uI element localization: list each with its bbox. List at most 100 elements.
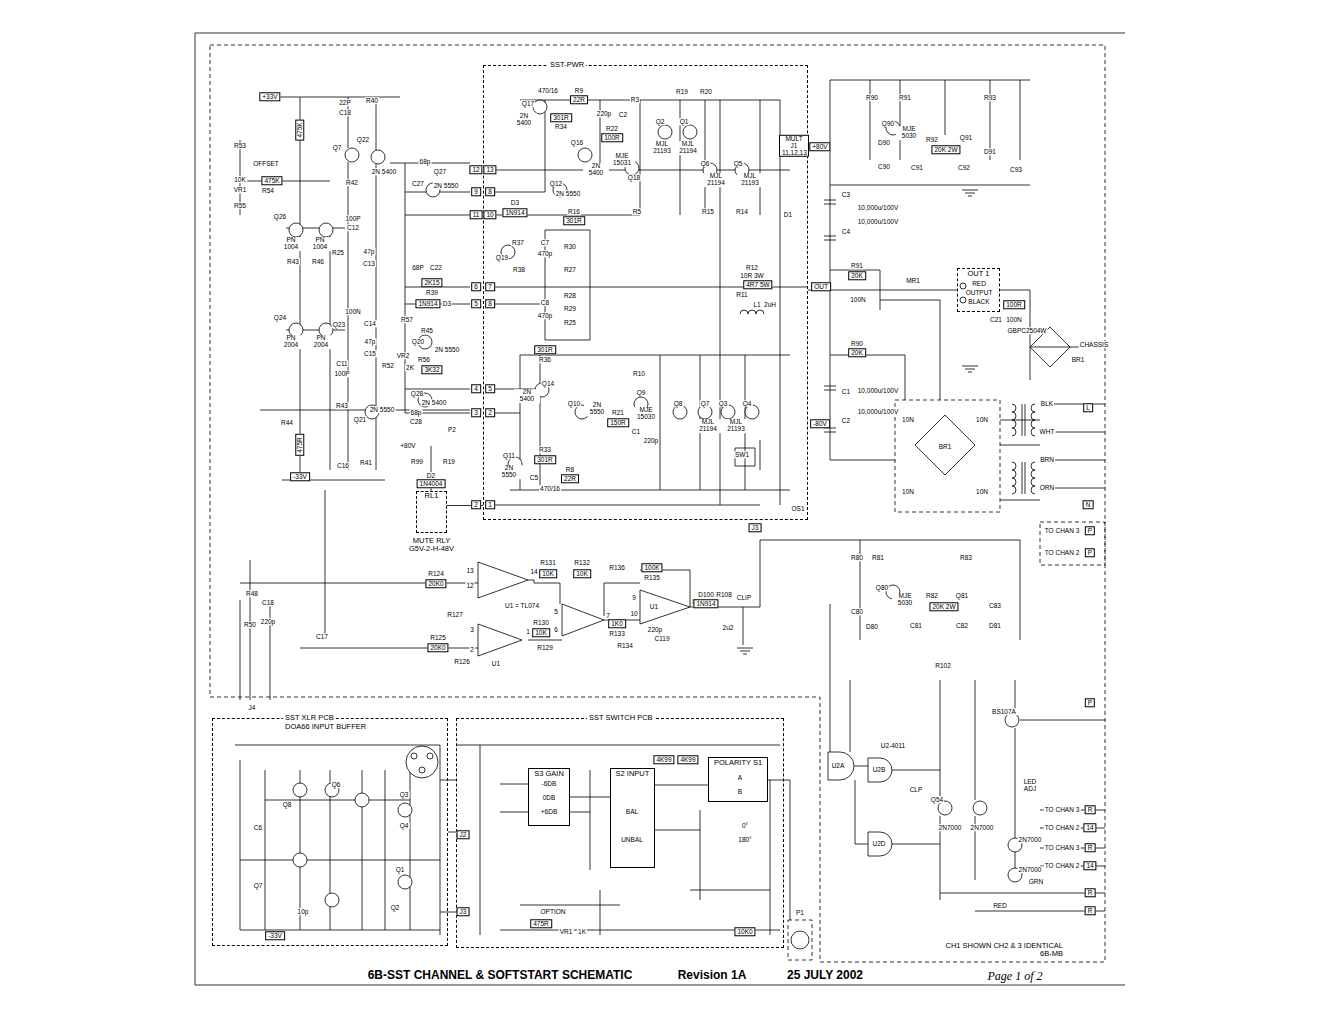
part-label: 220p	[260, 618, 276, 625]
label-anchor: R99	[410, 458, 424, 465]
label-anchor: 20K	[848, 348, 866, 357]
label-anchor: C83	[988, 602, 1002, 609]
label-anchor: Q5	[733, 160, 744, 167]
part-label: 470/16	[539, 485, 561, 492]
part-label: Q8	[282, 801, 293, 808]
pin-number: 3	[471, 408, 481, 417]
label-anchor: MJL 21194	[695, 419, 721, 433]
transformer-coil	[1012, 404, 1035, 494]
label-anchor: WHT	[1039, 428, 1056, 435]
part-label: C2	[618, 111, 628, 118]
part-label: 100P	[344, 215, 361, 222]
pin-number: L	[1083, 403, 1093, 412]
label-anchor: 220p	[260, 618, 276, 625]
part-label: R53	[233, 142, 247, 149]
label-anchor: R90	[850, 340, 864, 347]
part-label: 9	[631, 594, 637, 601]
label-anchor: 1N914	[693, 599, 718, 608]
label-anchor: R	[1085, 888, 1096, 897]
label-anchor: J3	[457, 907, 470, 916]
part-label: U1	[491, 660, 501, 667]
region-title: SST SWITCH PCB	[587, 714, 655, 723]
label-anchor: R29	[563, 305, 577, 312]
label-anchor: 1K	[577, 928, 587, 935]
label-anchor: Q90	[881, 120, 895, 127]
part-label: MJE 5030	[892, 593, 918, 607]
label-anchor: 4	[471, 384, 481, 393]
wire	[808, 80, 1105, 500]
part-label: Q10	[567, 400, 581, 407]
label-anchor: 12	[465, 582, 474, 589]
label-anchor: R93	[983, 94, 997, 101]
label-anchor: 301R	[563, 216, 585, 225]
label-anchor: 1N914	[415, 299, 440, 308]
label-anchor: 14	[529, 568, 538, 575]
label-anchor: Q2	[390, 904, 401, 911]
resistor-value: 4K99	[677, 755, 698, 764]
label-anchor: Q7	[700, 400, 711, 407]
label-anchor: 10	[483, 210, 496, 219]
part-label: Q6	[331, 781, 342, 788]
label-anchor: OFFSET	[252, 160, 280, 167]
label-anchor: R27	[563, 266, 577, 273]
label-anchor: C16	[336, 462, 350, 469]
label-anchor: R39	[425, 289, 439, 296]
part-label: 2N 5550	[433, 182, 460, 189]
region-note: MUTE RLY	[411, 537, 452, 546]
part-label: WHT	[1039, 428, 1056, 435]
label-anchor: C27	[411, 180, 425, 187]
label-anchor: R15	[701, 208, 715, 215]
part-label: C5	[529, 474, 539, 481]
label-anchor: Q6	[331, 781, 342, 788]
ground-symbol	[737, 190, 978, 654]
label-anchor: VR2	[396, 352, 411, 359]
part-label: R22	[605, 125, 619, 132]
part-label: R29	[563, 305, 577, 312]
part-label: C27	[411, 180, 425, 187]
part-label: R136	[608, 564, 626, 571]
label-anchor: 10N	[975, 416, 989, 423]
part-label: 220p	[596, 110, 612, 117]
label-anchor: C18	[338, 109, 352, 116]
label-anchor: R55	[233, 202, 247, 209]
label-anchor: C13	[362, 260, 376, 267]
part-label: R9	[574, 87, 584, 94]
part-label: R16	[567, 208, 581, 215]
label-anchor: PN 1004	[307, 237, 333, 251]
pcb-region: SST XLR PCBDOA66 INPUT BUFFER	[212, 718, 448, 946]
label-anchor: R28	[563, 292, 577, 299]
pin-number: P	[1085, 698, 1095, 707]
label-anchor: 2N7000	[1018, 866, 1043, 873]
label-anchor: 68p	[410, 409, 423, 416]
label-anchor: 22R	[570, 95, 588, 104]
label-anchor: -80V	[810, 419, 830, 428]
part-label: A	[737, 774, 743, 781]
pin-number: 2	[471, 500, 481, 509]
resistor-value: 10K	[539, 569, 557, 578]
label-anchor: MULT J1 11,12,13	[779, 135, 809, 157]
part-label: +80V	[399, 442, 416, 449]
label-anchor: R11	[735, 291, 748, 298]
part-label: C8	[540, 299, 550, 306]
label-anchor: C17	[315, 633, 329, 640]
label-anchor: Q14	[541, 380, 555, 387]
part-label: 14	[529, 568, 538, 575]
part-label: GBPC2504W	[1006, 327, 1047, 334]
label-anchor: CHASSIS	[1079, 341, 1110, 348]
part-label: D3	[442, 300, 452, 307]
part-label: B	[737, 788, 743, 795]
label-anchor: 100R	[601, 133, 623, 142]
part-label: Q14	[541, 380, 555, 387]
label-anchor: R108	[715, 591, 733, 598]
label-anchor: VR1	[233, 186, 248, 193]
pin-number: 2	[485, 408, 495, 417]
part-label: Q1	[679, 118, 690, 125]
label-anchor: C28	[409, 418, 423, 425]
part-label: MJL 21194	[675, 141, 701, 155]
inductor-symbol	[740, 310, 764, 314]
label-anchor: OPTION	[540, 908, 567, 915]
label-anchor: OUT	[811, 282, 831, 291]
label-anchor: Q3	[718, 400, 729, 407]
part-label: 10,000u/100V	[857, 387, 899, 394]
label-anchor: 475K	[295, 119, 304, 140]
